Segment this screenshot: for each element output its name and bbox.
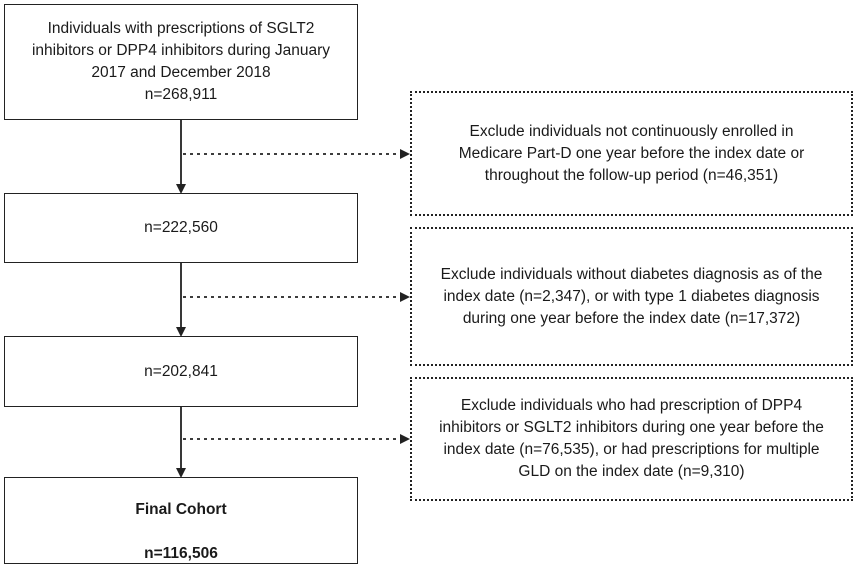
step-box-initial-text: Individuals with prescriptions of SGLT2 … bbox=[31, 20, 331, 103]
final-cohort-title: Final Cohort bbox=[135, 500, 227, 518]
exclusion-box-prior-prescription: Exclude individuals who had prescription… bbox=[410, 377, 853, 501]
final-cohort-count: n=116,506 bbox=[144, 544, 218, 562]
step-box-initial: Individuals with prescriptions of SGLT2 … bbox=[4, 4, 358, 120]
step-box-after-enrollment-text: n=222,560 bbox=[144, 219, 218, 236]
exclusion-box-enrollment-text: Exclude individuals not continuously enr… bbox=[458, 122, 805, 184]
exclusion-box-diabetes-text: Exclude individuals without diabetes dia… bbox=[440, 265, 823, 327]
exclusion-box-diabetes: Exclude individuals without diabetes dia… bbox=[410, 227, 853, 366]
step-box-after-diagnosis: n=202,841 bbox=[4, 336, 358, 407]
exclusion-box-prior-prescription-text: Exclude individuals who had prescription… bbox=[439, 397, 824, 480]
step-box-after-diagnosis-text: n=202,841 bbox=[144, 362, 218, 380]
step-box-after-enrollment: n=222,560 bbox=[4, 193, 358, 263]
step-box-final-cohort: Final Cohort n=116,506 bbox=[4, 477, 358, 564]
final-cohort-block: Final Cohort n=116,506 bbox=[135, 477, 226, 565]
exclusion-box-enrollment: Exclude individuals not continuously enr… bbox=[410, 91, 853, 216]
